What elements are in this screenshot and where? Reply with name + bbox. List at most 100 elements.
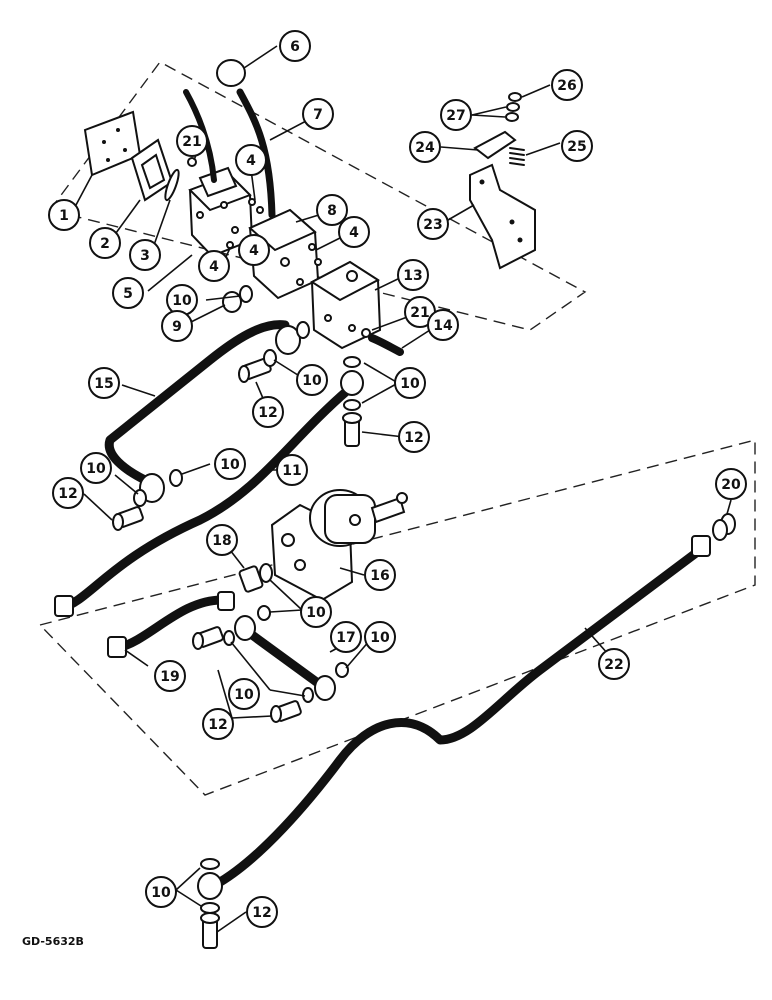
part-10-washer-k (302, 687, 314, 703)
callout-label: 27 (446, 108, 465, 124)
callout-label: 3 (140, 248, 150, 264)
callout-label: 14 (433, 318, 453, 334)
callout-label: 4 (209, 259, 219, 275)
callout-circle (145, 876, 177, 908)
callout-label: 12 (58, 486, 77, 502)
part-10-washer-g (343, 399, 361, 411)
part-2-gasket (130, 138, 174, 202)
callout-10: 10 (166, 284, 198, 316)
callout-label: 9 (172, 319, 182, 335)
callout-label: 10 (302, 373, 322, 389)
part-10-washer-h (257, 605, 271, 621)
callout-circle (296, 364, 328, 396)
callout-circle (598, 648, 630, 680)
part-10-washer-e (263, 349, 277, 367)
callout-label: 10 (306, 605, 326, 621)
callout-1: 1 (48, 199, 80, 231)
callout-label: 20 (721, 477, 741, 493)
callout-circle (394, 367, 426, 399)
callout-circle (161, 310, 193, 342)
part-25-spring (509, 147, 525, 166)
callout-circle (397, 259, 429, 291)
callout-10: 10 (300, 596, 332, 628)
callout-label: 6 (290, 39, 300, 55)
callout-circle (364, 559, 396, 591)
part-4-o-rings (226, 198, 322, 266)
callout-circle (715, 468, 747, 500)
part-21-o-ring-lower (361, 328, 371, 338)
callout-label: 4 (249, 243, 259, 259)
callout-circle (80, 452, 112, 484)
callout-circle (112, 277, 144, 309)
callout-label: 10 (234, 687, 254, 703)
part-10-washer-f (343, 356, 361, 368)
callout-16: 16 (364, 559, 396, 591)
callout-label: 10 (220, 457, 240, 473)
part-16-steering-unit (270, 489, 408, 602)
callout-label: 5 (123, 286, 133, 302)
callout-label: 2 (100, 236, 110, 252)
part-24-lever-plate (473, 130, 517, 160)
callout-circle (202, 708, 234, 740)
callout-27: 27 (440, 99, 472, 131)
callout-circle (154, 660, 186, 692)
callout-circle (129, 239, 161, 271)
callout-label: 7 (313, 107, 323, 123)
callout-label: 10 (172, 293, 192, 309)
callout-10: 10 (364, 621, 396, 653)
callout-label: 1 (59, 208, 69, 224)
callout-24: 24 (409, 131, 441, 163)
callout-label: 12 (258, 405, 277, 421)
part-12-banjo-bolt-b (112, 506, 144, 531)
callout-label: 26 (557, 78, 576, 94)
callout-label: 10 (151, 885, 171, 901)
callout-circle (88, 367, 120, 399)
callout-20: 20 (715, 468, 747, 500)
callout-12: 12 (202, 708, 234, 740)
callout-circle (246, 896, 278, 928)
callout-label: 15 (94, 376, 113, 392)
callout-10: 10 (145, 876, 177, 908)
callout-circle (427, 309, 459, 341)
callout-10: 10 (394, 367, 426, 399)
callout-circle (364, 621, 396, 653)
part-26-nut (508, 92, 522, 102)
callout-11: 11 (276, 454, 308, 486)
callout-label: 25 (567, 139, 586, 155)
callout-10: 10 (296, 364, 328, 396)
part-1-cover-plate (83, 110, 142, 177)
callout-8: 8 (316, 194, 348, 226)
callout-circle (409, 131, 441, 163)
callout-circle (89, 227, 121, 259)
callout-label: 13 (403, 268, 422, 284)
callout-label: 11 (282, 463, 301, 479)
part-10-washer-c (169, 469, 183, 487)
callout-circle (330, 621, 362, 653)
callout-label: 4 (349, 225, 359, 241)
callout-label: 18 (212, 533, 231, 549)
callout-circle (238, 234, 270, 266)
callout-circle (440, 99, 472, 131)
part-10-washer-l (200, 858, 220, 870)
callout-label: 12 (252, 905, 271, 921)
callout-21: 21 (176, 125, 208, 157)
callout-label: 4 (246, 153, 256, 169)
callout-circle (48, 199, 80, 231)
callout-label: 17 (336, 630, 355, 646)
callout-circle (338, 216, 370, 248)
callout-circle (276, 454, 308, 486)
part-5-valve-section (188, 166, 254, 258)
callout-circle (176, 125, 208, 157)
callout-17: 17 (330, 621, 362, 653)
callout-5: 5 (112, 277, 144, 309)
callout-circle (551, 69, 583, 101)
callout-10: 10 (214, 448, 246, 480)
callout-label: 19 (160, 669, 179, 685)
callout-label: 12 (404, 430, 423, 446)
callout-4: 4 (198, 250, 230, 282)
callout-label: 22 (604, 657, 623, 673)
callout-circle (52, 477, 84, 509)
